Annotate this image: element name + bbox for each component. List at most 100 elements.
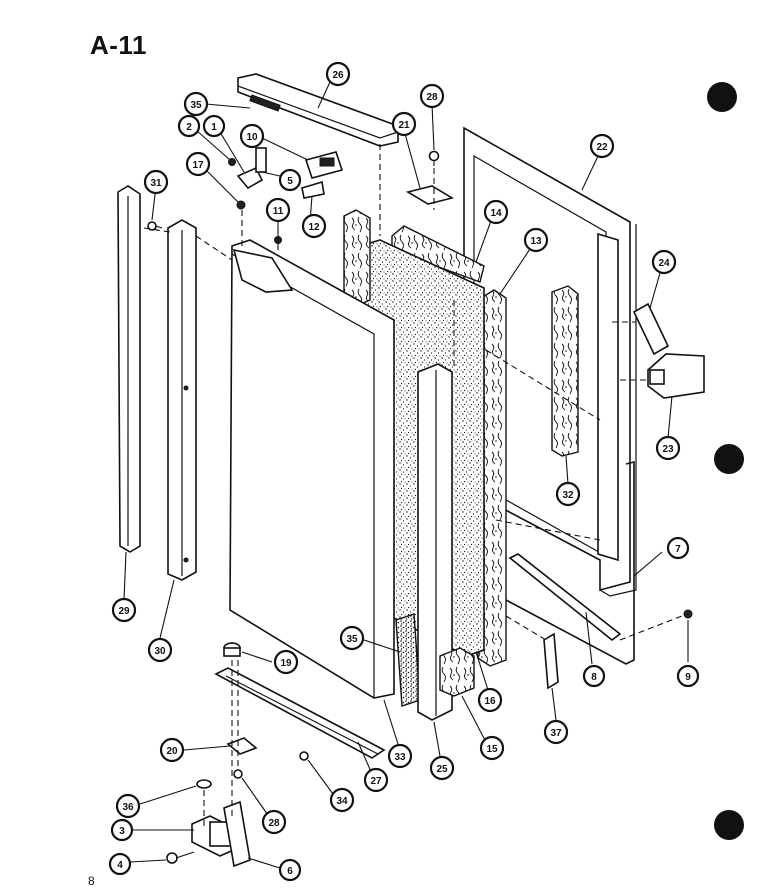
binder-hole-bottom xyxy=(714,810,744,840)
callout-17: 17 xyxy=(185,151,211,177)
callout-6: 6 xyxy=(278,858,302,882)
svg-text:30: 30 xyxy=(154,646,166,657)
part-20-plate xyxy=(226,737,258,755)
callout-1: 1 xyxy=(202,114,226,138)
svg-text:8: 8 xyxy=(591,672,597,683)
svg-text:3: 3 xyxy=(119,826,125,837)
svg-text:13: 13 xyxy=(530,236,542,247)
callout-16: 16 xyxy=(477,687,503,713)
callout-19: 19 xyxy=(273,649,299,675)
svg-text:10: 10 xyxy=(246,132,258,143)
callout-20: 20 xyxy=(159,737,185,763)
callout-37: 37 xyxy=(543,719,569,745)
svg-text:12: 12 xyxy=(308,222,320,233)
callout-33: 33 xyxy=(387,743,413,769)
part-36-washer xyxy=(196,779,212,789)
callout-2: 2 xyxy=(177,114,201,138)
callout-27: 27 xyxy=(363,767,389,793)
callout-13: 13 xyxy=(523,227,549,253)
svg-text:11: 11 xyxy=(273,206,284,217)
svg-text:33: 33 xyxy=(394,752,406,763)
svg-text:36: 36 xyxy=(122,802,134,813)
callout-8: 8 xyxy=(582,664,606,688)
callout-30: 30 xyxy=(147,637,173,663)
svg-text:22: 22 xyxy=(596,142,608,153)
svg-text:32: 32 xyxy=(562,490,574,501)
callout-24: 24 xyxy=(651,249,677,275)
callout-35-middle: 35 xyxy=(339,625,365,651)
svg-text:25: 25 xyxy=(436,764,448,775)
part-21-plate xyxy=(405,185,455,205)
callout-34: 34 xyxy=(329,787,355,813)
outer-door-panel xyxy=(229,239,395,699)
svg-text:26: 26 xyxy=(332,70,344,81)
svg-text:34: 34 xyxy=(336,796,348,807)
leader-lines xyxy=(123,81,689,869)
callout-15: 15 xyxy=(479,735,505,761)
svg-text:24: 24 xyxy=(658,258,670,269)
callout-10: 10 xyxy=(239,123,265,149)
part-29-left-strip xyxy=(117,185,141,553)
callout-36: 36 xyxy=(115,793,141,819)
callout-32: 32 xyxy=(555,481,581,507)
callout-11: 11 xyxy=(265,197,291,223)
svg-text:6: 6 xyxy=(287,866,293,877)
callout-28-bottom: 28 xyxy=(261,809,287,835)
svg-text:23: 23 xyxy=(662,444,674,455)
binder-hole-top xyxy=(707,82,737,112)
part-19-bushing xyxy=(223,642,241,657)
svg-text:31: 31 xyxy=(150,178,162,189)
svg-text:35: 35 xyxy=(346,634,358,645)
svg-text:15: 15 xyxy=(486,744,498,755)
part-37-clip xyxy=(543,632,559,690)
svg-text:14: 14 xyxy=(490,208,502,219)
svg-text:27: 27 xyxy=(370,776,382,787)
part-8-bottom-strip xyxy=(508,553,622,642)
callout-4: 4 xyxy=(108,852,132,876)
svg-text:4: 4 xyxy=(117,860,123,871)
svg-text:21: 21 xyxy=(398,120,410,131)
hinge-hardware-small-parts xyxy=(228,147,344,250)
svg-text:19: 19 xyxy=(280,658,292,669)
part-26-top-cap xyxy=(237,73,399,147)
callout-26: 26 xyxy=(325,61,351,87)
svg-text:37: 37 xyxy=(550,728,562,739)
binder-hole-middle xyxy=(714,444,744,474)
part-28-screw-top xyxy=(428,150,440,166)
callout-25: 25 xyxy=(429,755,455,781)
page-title: A-11 xyxy=(90,30,147,60)
callout-23: 23 xyxy=(655,435,681,461)
callout-22: 22 xyxy=(589,133,615,159)
part-34-screw xyxy=(299,751,309,761)
svg-text:28: 28 xyxy=(268,818,280,829)
svg-text:29: 29 xyxy=(118,606,130,617)
svg-text:16: 16 xyxy=(484,696,496,707)
svg-text:35: 35 xyxy=(190,100,202,111)
part-24-bar xyxy=(632,302,670,356)
part-9-screw xyxy=(683,609,693,619)
assembly-guide-lines xyxy=(143,144,683,830)
callout-7: 7 xyxy=(666,536,690,560)
svg-text:5: 5 xyxy=(287,176,293,187)
page-number: 8 xyxy=(88,874,95,888)
part-31-screw xyxy=(147,221,163,231)
svg-text:17: 17 xyxy=(192,160,204,171)
svg-text:28: 28 xyxy=(426,92,438,103)
callout-29: 29 xyxy=(111,597,137,623)
svg-text:20: 20 xyxy=(166,746,178,757)
part-28-screw-bottom xyxy=(233,769,243,779)
callout-28-top: 28 xyxy=(419,83,445,109)
svg-text:7: 7 xyxy=(675,544,681,555)
part-7-gasket-frame xyxy=(505,460,635,665)
part-30-hinge-strip xyxy=(167,219,197,581)
callout-21: 21 xyxy=(391,111,417,137)
part-25-vertical-trim xyxy=(417,363,453,721)
svg-text:2: 2 xyxy=(186,122,192,133)
part-4-bolt xyxy=(166,851,195,864)
part-27-bottom-channel xyxy=(214,667,386,759)
callout-12: 12 xyxy=(301,213,327,239)
svg-text:9: 9 xyxy=(685,672,691,683)
callout-31: 31 xyxy=(143,169,169,195)
